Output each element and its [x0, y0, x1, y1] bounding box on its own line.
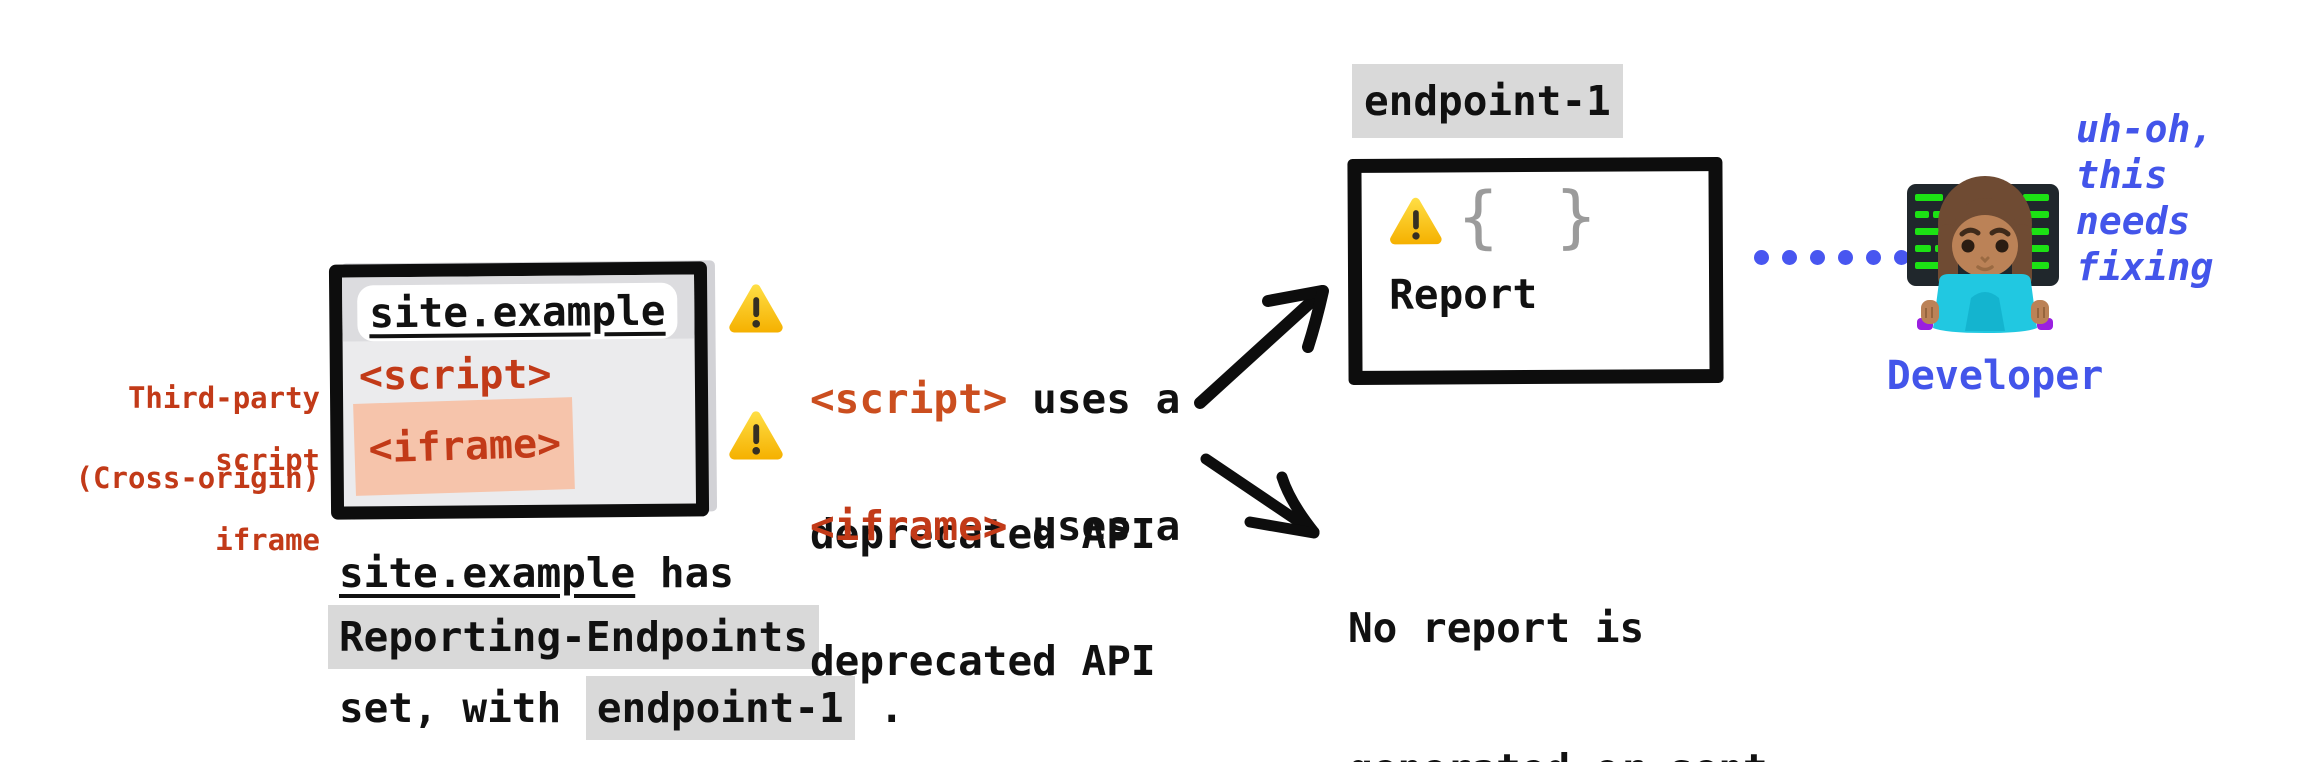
- script-event-line2: deprecated API: [810, 510, 1156, 558]
- warning-icon: [1390, 197, 1442, 245]
- caption-set-with: set, with: [339, 684, 586, 732]
- dot: [1866, 250, 1881, 265]
- iframe-uses-text: uses a: [1007, 502, 1181, 550]
- dot: [1782, 250, 1797, 265]
- script-event-text: <script> uses a deprecated API: [810, 287, 1180, 647]
- cross-origin-iframe-label: (Cross-origin) iframe: [50, 432, 320, 587]
- script-event-line1: <script> uses a: [810, 377, 1180, 422]
- caption-period: .: [854, 684, 905, 732]
- script-tag-text: <script>: [810, 375, 1008, 423]
- site-url: site.example: [369, 286, 666, 338]
- caption-line-2: Reporting-Endpoints: [328, 605, 819, 669]
- report-label: Report: [1388, 269, 1538, 319]
- arrow-to-endpoint: [1194, 285, 1329, 409]
- json-braces-icon: { }: [1457, 177, 1605, 258]
- arrow-to-no-report: [1200, 453, 1320, 539]
- iframe-event-line1: <iframe> uses a: [810, 504, 1180, 549]
- developer-label: Developer: [1886, 353, 2104, 399]
- iframe-highlight-block: <iframe>: [353, 397, 575, 496]
- caption-line-3: set, with endpoint-1 .: [339, 676, 904, 740]
- iframe-tag-in-page: <iframe>: [367, 420, 562, 473]
- script-uses-text: uses a: [1007, 375, 1181, 423]
- thought-line1: uh-oh,: [2076, 107, 2214, 151]
- dotted-connector: [1754, 250, 1909, 265]
- warning-icon: [729, 411, 783, 460]
- endpoint-1-chip-title: endpoint-1: [1352, 64, 1623, 138]
- caption-has: has: [635, 549, 734, 597]
- warning-icon: [729, 284, 783, 333]
- endpoint-report-box: { } Report: [1347, 157, 1724, 385]
- caption-line-1: site.example has: [339, 549, 734, 597]
- iframe-event-line2: deprecated API: [810, 637, 1156, 685]
- third-party-label-line2: script: [215, 443, 320, 477]
- thought-line4: fixing: [2076, 245, 2214, 289]
- browser-header-bar: site.example: [342, 274, 695, 342]
- iframe-tag-text: <iframe>: [810, 502, 1008, 550]
- dot: [1754, 250, 1769, 265]
- woman-technologist-icon: [1907, 176, 2059, 333]
- reporting-endpoints-chip: Reporting-Endpoints: [328, 605, 819, 669]
- no-report-text: No report is generated or sent.: [1348, 511, 1792, 762]
- thought-line2: this: [2076, 153, 2168, 197]
- dot: [1810, 250, 1825, 265]
- caption-site-name: site.example: [339, 549, 636, 597]
- thought-line3: needs: [2076, 199, 2191, 243]
- no-report-line2: generated or sent.: [1348, 746, 1792, 762]
- cross-origin-label-line2: iframe: [215, 523, 320, 557]
- site-example-browser-window: site.example <script> <iframe>: [328, 261, 710, 520]
- iframe-deprecation-event: <iframe> uses a deprecated API: [727, 408, 1180, 762]
- dot: [1838, 250, 1853, 265]
- cross-origin-label-line1: (Cross-origin): [75, 461, 320, 495]
- dot: [1894, 250, 1909, 265]
- address-bar-pill: site.example: [357, 282, 678, 342]
- script-tag-in-page: <script>: [358, 351, 552, 400]
- third-party-script-label: Third-party script: [50, 352, 320, 507]
- third-party-label-line1: Third-party: [127, 381, 320, 415]
- no-report-line1: No report is: [1348, 604, 1645, 652]
- iframe-event-text: <iframe> uses a deprecated API: [810, 414, 1180, 762]
- endpoint-1-chip-caption: endpoint-1: [585, 676, 855, 740]
- developer-thought-text: uh-oh, this needs fixing: [2076, 106, 2213, 290]
- script-deprecation-event: <script> uses a deprecated API: [727, 281, 1180, 647]
